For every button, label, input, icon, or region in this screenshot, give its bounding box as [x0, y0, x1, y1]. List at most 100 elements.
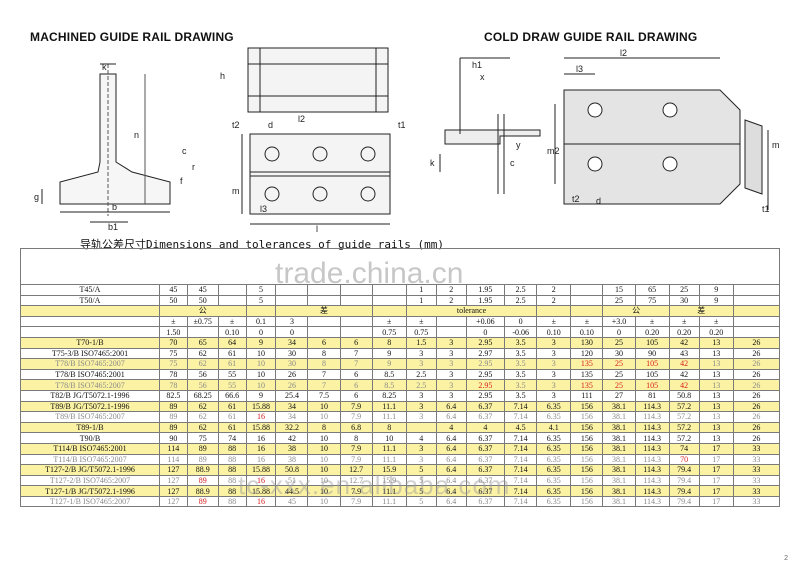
label-x: x	[480, 72, 485, 82]
table-cell: 5	[405, 464, 437, 476]
table-cell	[217, 284, 247, 296]
table-cell: 89	[186, 495, 219, 508]
rail-model-cell: T89/B ISO7465:2007	[20, 411, 160, 423]
table-cell: 89	[186, 474, 219, 487]
label-l2-right: l2	[620, 48, 627, 58]
table-cell: 30	[275, 347, 309, 360]
table-cell: 127	[158, 474, 188, 487]
header-cell	[435, 315, 467, 328]
table-cell: 114.3	[634, 411, 670, 423]
table-cell: 16	[245, 411, 277, 423]
table-cell: 127	[158, 464, 188, 476]
table-cell: 13	[698, 400, 734, 413]
table-cell: 17	[698, 464, 734, 476]
header-cell: 0	[275, 326, 309, 338]
table-cell: 6.37	[465, 453, 506, 466]
table-cell: 11.1	[371, 400, 407, 413]
table-cell: 33	[732, 495, 781, 508]
table-cell: 6.37	[465, 400, 506, 413]
table-cell: 3.5	[504, 379, 538, 391]
header-cell: 0.20	[634, 326, 670, 338]
table-cell: 3	[536, 358, 572, 370]
table-cell: 64	[217, 336, 247, 349]
table-cell: 3	[536, 347, 572, 360]
table-cell: 38.1	[602, 432, 636, 444]
table-cell: 6.35	[536, 432, 572, 444]
table-cell: 70	[668, 453, 700, 466]
table-cell: 3	[405, 400, 437, 413]
table-cell: 45	[275, 495, 309, 508]
table-cell: 8.25	[371, 389, 407, 402]
table-cell: 6	[339, 379, 373, 391]
table-cell	[217, 294, 247, 307]
table-cell: 79.4	[668, 464, 700, 476]
table-cell: 7	[339, 347, 373, 360]
table-cell: 12.7	[339, 464, 373, 476]
table-cell: 114.3	[634, 453, 670, 466]
table-cell: 127	[158, 495, 188, 508]
table-cell: 6.37	[465, 442, 506, 455]
table-cell: 62	[186, 421, 219, 434]
table-cell: 6.37	[465, 474, 506, 487]
table-cell: 6	[339, 336, 373, 349]
table-cell: 33	[732, 474, 781, 487]
rail-model-cell: T82/B JG/T5072.1-1996	[20, 389, 160, 402]
table-cell: 3	[435, 379, 467, 391]
table-cell: 10	[307, 453, 341, 466]
table-cell: 7.9	[339, 411, 373, 423]
table-cell: 88	[217, 474, 247, 487]
table-cell: 27	[602, 389, 636, 402]
table-cell: 7.14	[504, 400, 538, 413]
table-blank-row	[20, 248, 780, 285]
header-cell: ±	[217, 315, 247, 328]
table-cell: 38	[275, 453, 309, 466]
header-cell	[20, 305, 160, 317]
table-cell: 15	[602, 284, 636, 296]
table-cell	[570, 294, 604, 307]
header-cell: ±	[158, 315, 188, 328]
table-cell: 7.14	[504, 442, 538, 455]
table-cell: 88.9	[186, 485, 219, 497]
table-cell: 75	[186, 432, 219, 444]
table-cell: 13	[698, 411, 734, 423]
table-cell: 114.3	[634, 464, 670, 476]
table-cell: 7.9	[339, 485, 373, 497]
table-cell: 9	[371, 358, 407, 370]
header-cell: 差	[668, 305, 734, 317]
table-cell: 8	[371, 421, 407, 434]
rail-model-cell: T114/B ISO7465:2001	[20, 442, 160, 455]
table-cell: 6.4	[435, 474, 467, 487]
header-cell	[732, 305, 781, 317]
table-cell: 7.14	[504, 485, 538, 497]
header-cell	[371, 305, 407, 317]
table-cell: 156	[570, 421, 604, 434]
table-cell: 6.37	[465, 495, 506, 508]
table-cell: 3.5	[504, 368, 538, 381]
table-cell: 8.5	[371, 368, 407, 381]
table-cell: 25	[602, 336, 636, 349]
table-cell	[570, 284, 604, 296]
table-cell: 2.5	[504, 284, 538, 296]
table-cell: 57.2	[668, 400, 700, 413]
label-f: f	[180, 176, 183, 186]
table-cell: 30	[668, 294, 700, 307]
table-cell: 12.7	[339, 474, 373, 487]
header-cell: +0.06	[465, 315, 506, 328]
table-cell: 78	[158, 368, 188, 381]
table-cell: 10	[307, 464, 341, 476]
table-cell: 114	[158, 442, 188, 455]
table-cell: 156	[570, 411, 604, 423]
table-cell: 89	[158, 421, 188, 434]
table-cell: 2	[536, 284, 572, 296]
table-cell: 10	[307, 485, 341, 497]
label-h: h	[220, 71, 225, 81]
table-cell: 114	[158, 453, 188, 466]
table-cell: 90	[158, 432, 188, 444]
table-cell: 17	[698, 453, 734, 466]
table-cell: 74	[668, 442, 700, 455]
